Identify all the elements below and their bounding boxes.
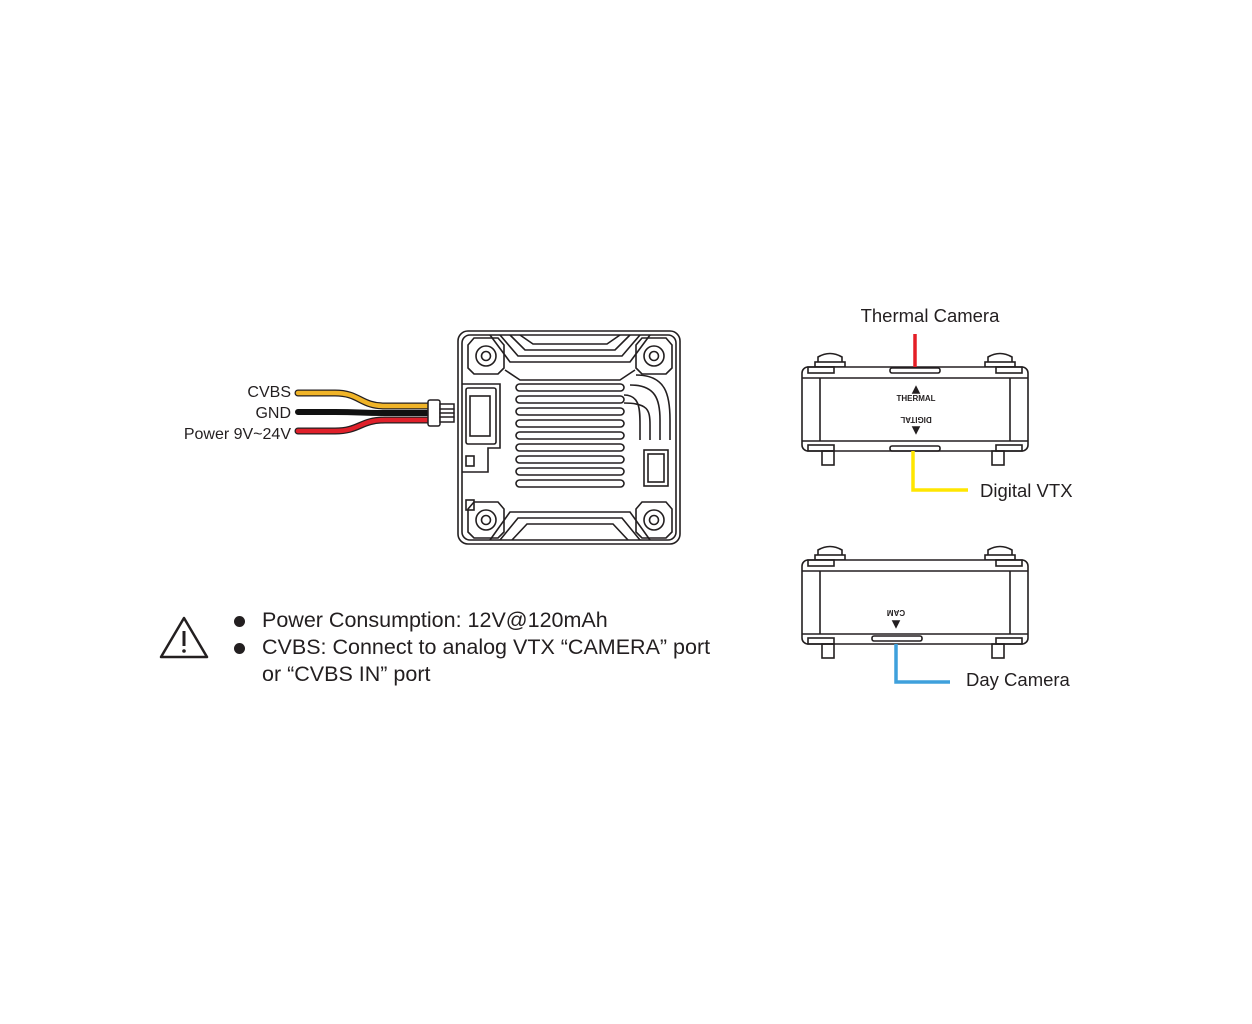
thermal-camera-callout: Thermal Camera	[861, 305, 1000, 326]
cvbs-label: CVBS	[247, 384, 291, 401]
note-power-consumption: Power Consumption: 12V@120mAh	[232, 607, 732, 634]
module-top-view	[457, 330, 681, 545]
cam-port-label: CAM	[887, 608, 906, 617]
side-unit-bottom	[801, 545, 1029, 659]
module-connector-port	[462, 383, 501, 511]
wire-connector-plug	[427, 399, 455, 427]
thermal-port-label: THERMAL	[896, 394, 935, 403]
wire-gnd	[295, 409, 433, 416]
digital-port-label: DIGITAL	[900, 415, 932, 424]
power-label: Power 9V~24V	[184, 426, 292, 443]
wire-cvbs	[294, 389, 434, 410]
module-heatsink-fins	[515, 383, 625, 488]
module-screw-holes	[467, 337, 673, 539]
digital-vtx-callout: Digital VTX	[980, 480, 1073, 501]
digital-vtx-lead	[911, 451, 968, 492]
day-camera-callout: Day Camera	[966, 669, 1071, 690]
notes-list: Power Consumption: 12V@120mAh CVBS: Conn…	[232, 607, 732, 688]
side-unit-top	[801, 352, 1029, 466]
wire-power	[294, 416, 434, 435]
day-camera-lead	[894, 644, 950, 684]
gnd-label: GND	[255, 405, 291, 422]
note-cvbs-connection: CVBS: Connect to analog VTX “CAMERA” por…	[232, 634, 732, 688]
warning-triangle-icon	[159, 616, 209, 659]
wire-harness	[294, 389, 455, 435]
